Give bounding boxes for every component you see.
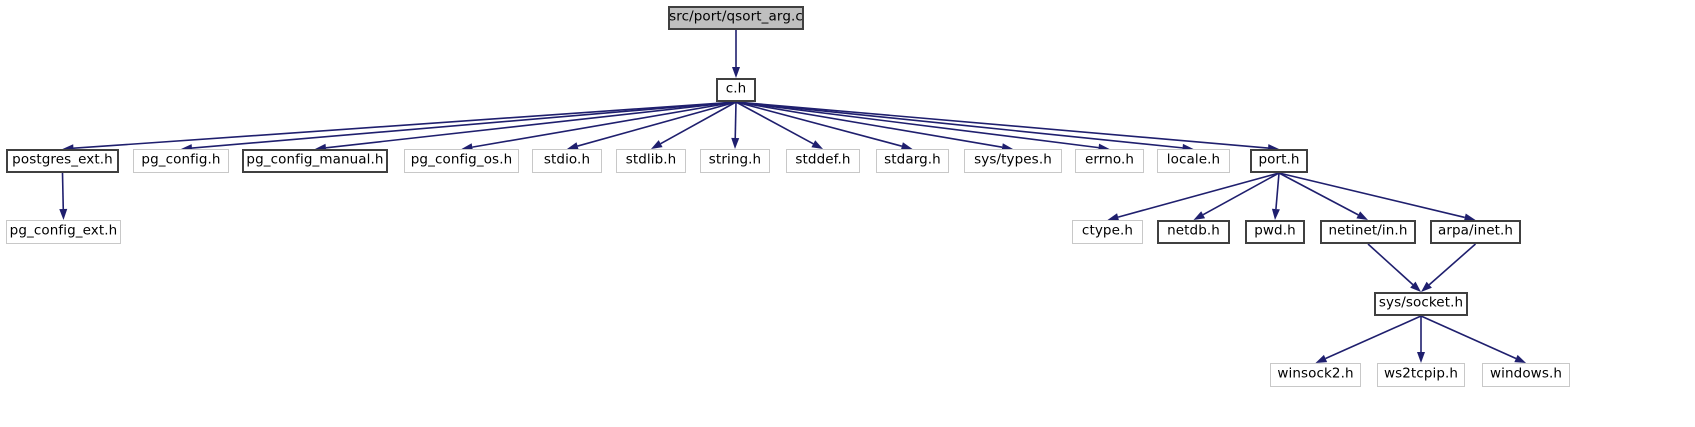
graph-node-label: postgres_ext.h <box>12 151 113 168</box>
graph-node-label: ctype.h <box>1081 222 1134 239</box>
graph-edge-postgres-ext-h-to-pg-config-ext-h <box>61 172 65 210</box>
graph-edge-c-h-to-stdio-h <box>577 101 737 147</box>
graph-edge-arrowhead <box>731 137 740 149</box>
graph-edge-c-h-to-postgres-ext-h <box>73 101 737 150</box>
graph-edge-netinet-in-h-to-sys-socket-h <box>1367 243 1414 286</box>
graph-edge-sys-socket-h-to-winsock2-h <box>1325 315 1422 360</box>
graph-edge-sys-socket-h-to-windows-h <box>1420 315 1517 360</box>
graph-node-label: netinet/in.h <box>1328 222 1408 239</box>
graph-edge-arrowhead <box>1107 213 1120 221</box>
graph-node-stdlib-h[interactable]: stdlib.h <box>616 149 686 173</box>
graph-edge-arrowhead <box>567 142 579 150</box>
graph-edge-arrowhead <box>1514 354 1526 363</box>
graph-edge-arrowhead <box>1463 213 1476 222</box>
graph-node-windows-h[interactable]: windows.h <box>1482 363 1570 387</box>
graph-edge-c-h-to-pg-config-os-h <box>472 101 737 148</box>
graph-node-label: winsock2.h <box>1277 365 1354 382</box>
graph-node-pg-config-ext-h[interactable]: pg_config_ext.h <box>6 220 121 244</box>
graph-node-label: stdio.h <box>543 151 591 168</box>
graph-edge-port-h-to-ctype-h <box>1117 172 1280 218</box>
graph-node-stddef-h[interactable]: stddef.h <box>786 149 860 173</box>
graph-node-label: pg_config_ext.h <box>9 222 118 239</box>
graph-node-label: sys/types.h <box>974 151 1052 168</box>
graph-node-netinet-in-h[interactable]: netinet/in.h <box>1320 220 1416 244</box>
graph-node-arpa-inet-h[interactable]: arpa/inet.h <box>1430 220 1521 244</box>
graph-node-pg-config-os-h[interactable]: pg_config_os.h <box>404 149 519 173</box>
graph-node-label: sys/socket.h <box>1378 294 1464 311</box>
graph-node-winsock2-h[interactable]: winsock2.h <box>1270 363 1361 387</box>
graph-edge-arrowhead <box>1271 208 1280 220</box>
graph-edge-arrowhead <box>1421 281 1432 292</box>
graph-edge-arrowhead <box>651 140 663 149</box>
graph-node-label: stddef.h <box>795 151 851 168</box>
graph-edge-port-h-to-netinet-in-h <box>1278 172 1359 216</box>
graph-node-locale-h[interactable]: locale.h <box>1157 149 1230 173</box>
graph-edge-arrowhead <box>1356 211 1368 220</box>
graph-edge-c-h-to-sys-types-h <box>735 101 1003 148</box>
graph-node-sys-types-h[interactable]: sys/types.h <box>964 149 1062 173</box>
graph-node-label: string.h <box>708 151 762 168</box>
graph-edge-c-h-to-string-h <box>734 101 737 139</box>
graph-node-label: windows.h <box>1490 365 1562 382</box>
graph-node-label: pg_config_os.h <box>410 151 513 168</box>
graph-node-label: ws2tcpip.h <box>1383 365 1459 382</box>
graph-node-netdb-h[interactable]: netdb.h <box>1157 220 1230 244</box>
graph-edge-c-h-to-port-h <box>735 101 1269 149</box>
graph-node-label: locale.h <box>1166 151 1221 168</box>
graph-edge-c-h-to-stddef-h <box>735 101 814 145</box>
graph-node-label: pg_config.h <box>141 151 221 168</box>
graph-edge-c-h-to-locale-h <box>735 101 1183 149</box>
graph-edge-arrowhead <box>1417 352 1425 363</box>
graph-node-sys-socket-h[interactable]: sys/socket.h <box>1374 292 1468 316</box>
graph-node-label: netdb.h <box>1167 222 1220 239</box>
graph-node-pg-config-manual-h[interactable]: pg_config_manual.h <box>242 149 388 173</box>
graph-edge-arrowhead <box>59 208 68 220</box>
graph-edge-arrowhead <box>900 142 913 151</box>
graph-edge-c-h-to-stdlib-h <box>660 101 737 145</box>
graph-edge-arrowhead <box>1193 211 1206 220</box>
graph-node-pwd-h[interactable]: pwd.h <box>1245 220 1305 244</box>
graph-node-label: src/port/qsort_arg.c <box>669 8 803 25</box>
graph-edge-arrowhead <box>811 140 823 149</box>
graph-node-label: stdarg.h <box>884 151 941 168</box>
graph-node-label: pwd.h <box>1254 222 1296 239</box>
graph-edge-arrowhead <box>732 67 740 78</box>
graph-node-pg-config-h[interactable]: pg_config.h <box>133 149 229 173</box>
graph-node-label: stdlib.h <box>625 151 677 168</box>
graph-edge-arrowhead <box>1410 281 1421 292</box>
graph-node-label: pg_config_manual.h <box>246 151 384 168</box>
graph-edge-arpa-inet-h-to-sys-socket-h <box>1428 243 1477 286</box>
graph-node-postgres-ext-h[interactable]: postgres_ext.h <box>6 149 119 173</box>
graph-node-string-h[interactable]: string.h <box>700 149 770 173</box>
graph-node-ws2tcpip-h[interactable]: ws2tcpip.h <box>1377 363 1465 387</box>
graph-edge-arrowhead <box>1315 354 1328 363</box>
graph-node-stdarg-h[interactable]: stdarg.h <box>876 149 949 173</box>
graph-node-stdio-h[interactable]: stdio.h <box>532 149 602 173</box>
graph-node-root[interactable]: src/port/qsort_arg.c <box>668 6 804 30</box>
graph-node-label: errno.h <box>1084 151 1135 168</box>
graph-node-label: c.h <box>725 80 747 97</box>
graph-edge-port-h-to-pwd-h <box>1275 172 1280 210</box>
graph-edge-c-h-to-pg-config-h <box>191 101 737 149</box>
graph-node-c-h[interactable]: c.h <box>716 78 756 102</box>
graph-edge-c-h-to-stdarg-h <box>735 101 903 147</box>
graph-edge-port-h-to-netdb-h <box>1202 172 1280 216</box>
graph-edge-c-h-to-pg-config-manual-h <box>325 101 737 149</box>
graph-node-errno-h[interactable]: errno.h <box>1075 149 1144 173</box>
graph-node-ctype-h[interactable]: ctype.h <box>1072 220 1143 244</box>
graph-node-label: port.h <box>1258 151 1300 168</box>
graph-edge-c-h-to-errno-h <box>735 101 1099 149</box>
graph-edge-port-h-to-arpa-inet-h <box>1278 172 1465 219</box>
graph-node-label: arpa/inet.h <box>1437 222 1514 239</box>
graph-node-port-h[interactable]: port.h <box>1250 149 1308 173</box>
